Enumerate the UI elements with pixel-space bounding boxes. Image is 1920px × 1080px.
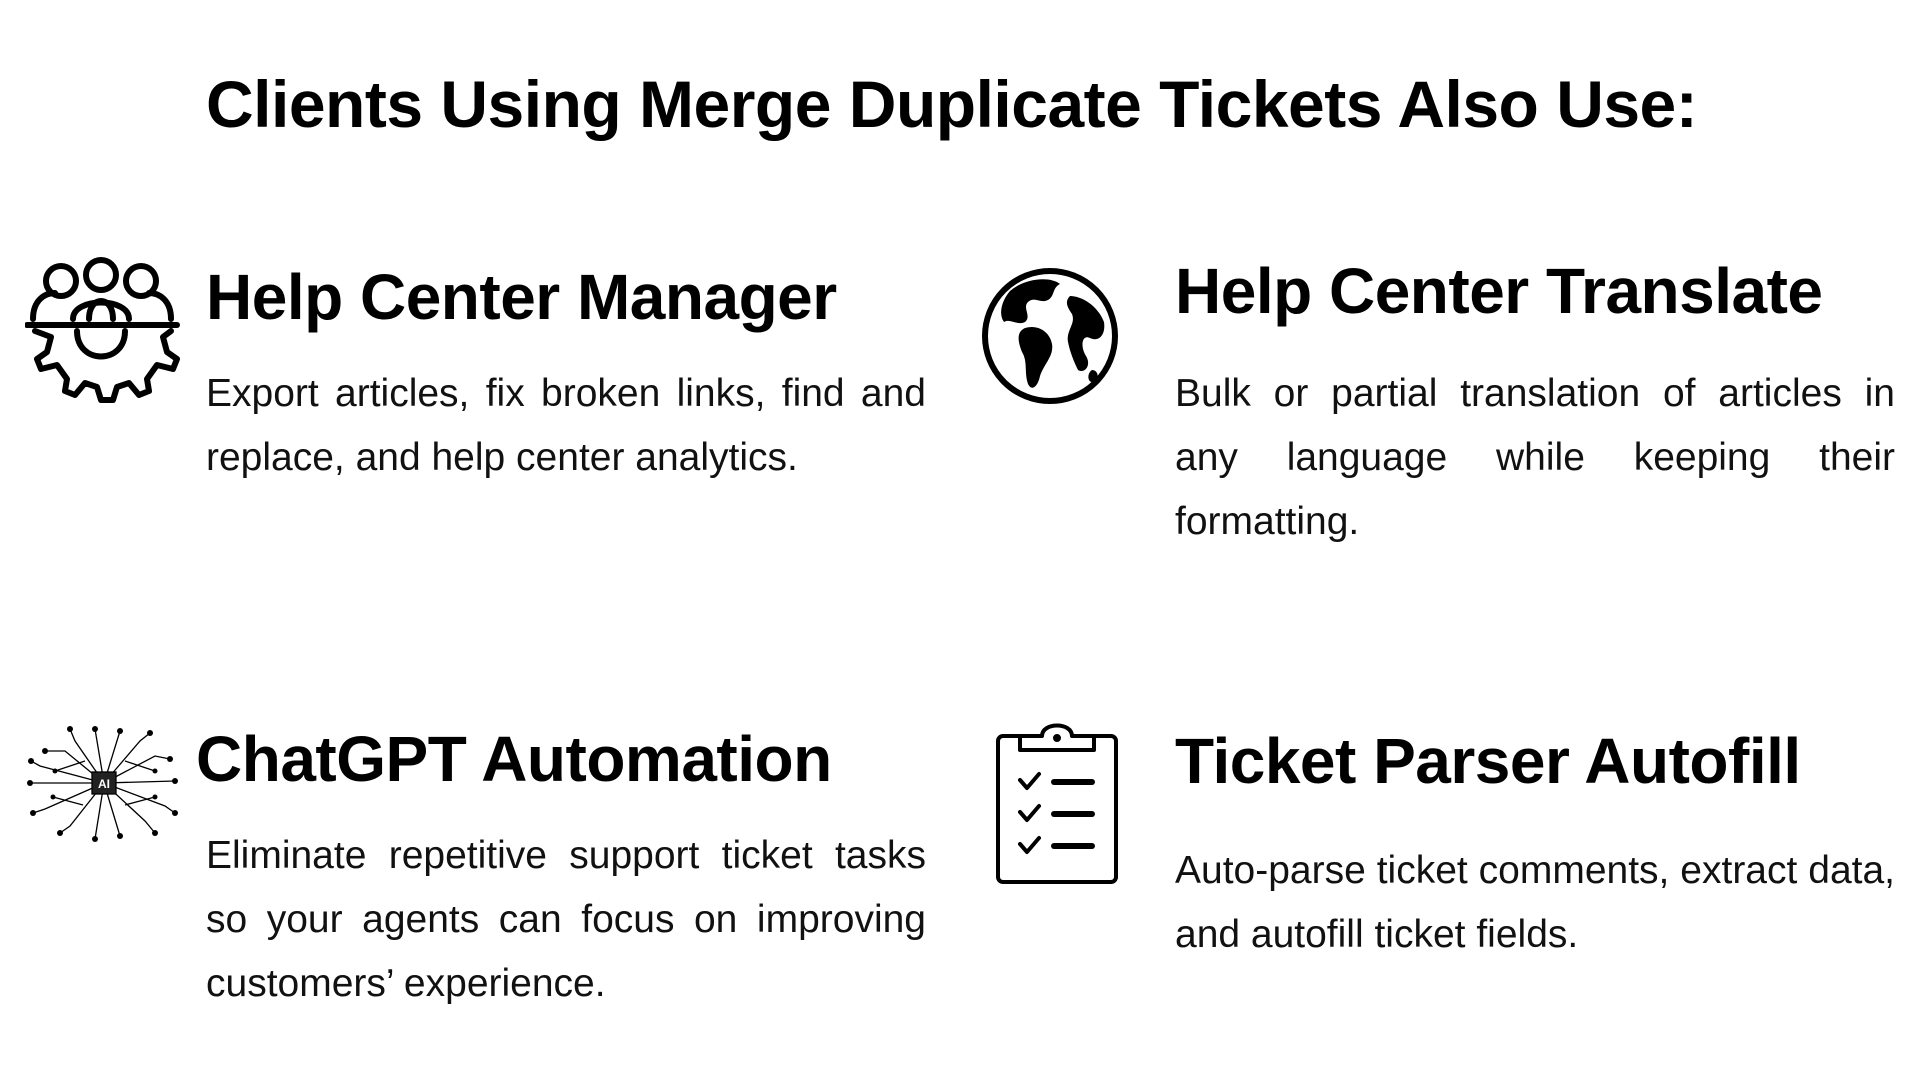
card-heading: ChatGPT Automation	[196, 723, 832, 795]
card-heading: Ticket Parser Autofill	[1175, 725, 1801, 797]
card-description: Bulk or partial translation of articles …	[1175, 372, 1895, 543]
team-gear-icon	[25, 257, 180, 403]
card-description: Eliminate repetitive support ticket task…	[206, 834, 926, 1005]
card-heading: Help Center Translate	[1175, 255, 1823, 327]
page-title: Clients Using Merge Duplicate Tickets Al…	[206, 67, 1698, 141]
card-description: Auto-parse ticket comments, extract data…	[1175, 849, 1895, 956]
clipboard-checklist-icon	[996, 723, 1118, 884]
card-description: Export articles, fix broken links, find …	[206, 372, 926, 479]
svg-text:AI: AI	[98, 777, 110, 791]
globe-icon	[982, 268, 1118, 404]
ai-brain-circuit-icon: AI	[27, 726, 178, 842]
card-heading: Help Center Manager	[206, 261, 837, 333]
